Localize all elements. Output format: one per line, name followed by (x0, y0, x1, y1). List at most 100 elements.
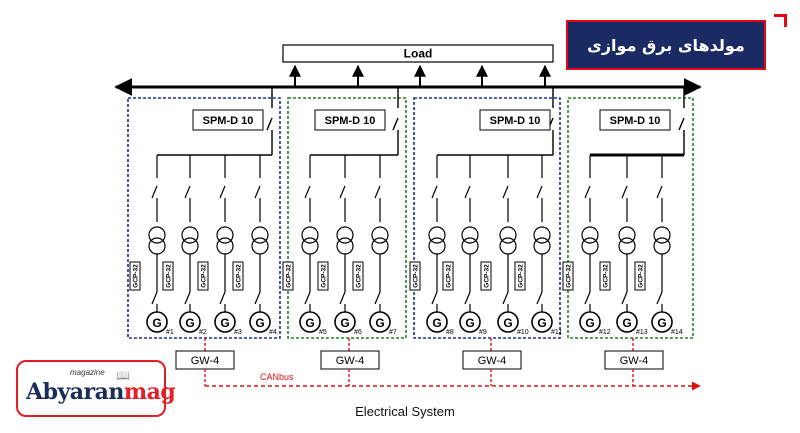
feeder-breaker-icon (584, 185, 591, 199)
spm-controller-label: SPM-D 10 (203, 115, 254, 127)
generator-icon (369, 311, 391, 333)
generator-icon (146, 311, 168, 333)
gateway-label: GW-4 (478, 355, 507, 367)
gcp-relay-label: GCP-32 (603, 264, 610, 288)
gateway-label: GW-4 (191, 355, 220, 367)
generator-feeder: GCP-32G#7 (352, 155, 397, 336)
load-label: Load (404, 47, 433, 61)
generator-icon (299, 311, 321, 333)
banner-title: مولدهای برق موازی (587, 35, 745, 55)
gcp-relay-label: GCP-32 (413, 264, 420, 288)
generator-symbol: G (340, 316, 349, 330)
generator-number: #11 (551, 329, 562, 336)
gen-breaker-icon (656, 291, 663, 305)
generator-symbol: G (375, 316, 384, 330)
feeder-breaker-icon (254, 185, 261, 199)
gcp-relay-label: GCP-32 (321, 264, 328, 288)
spm-controller-box (479, 109, 551, 131)
gcp-relay-box (599, 261, 611, 291)
generator-feeder: GCP-32G #9 (442, 155, 487, 336)
gen-breaker-icon (464, 291, 471, 305)
generator-number: #1 (166, 329, 174, 336)
gateway-box (320, 350, 380, 370)
generator-group: SPM-D 10GCP-32G#8GCP-32G#9GCP-32G#10GCP-… (409, 87, 562, 339)
generator-icon (214, 311, 236, 333)
gcp-relay-label: GCP-32 (133, 264, 140, 288)
spm-controller-box (314, 109, 386, 131)
group-border (567, 97, 694, 339)
generator-feeder: GCP-32G #1 (129, 155, 174, 336)
load-box (282, 44, 554, 63)
feeder-breaker-icon (151, 185, 158, 199)
gcp-relay-label: GCP-32 (638, 264, 645, 288)
gcp-relay-label: GCP-32 (446, 264, 453, 288)
spm-controller-label: SPM-D 10 (610, 115, 661, 127)
generator-feeder: GCP-32G#11 (514, 155, 562, 336)
logo-prefix: Abyaran (26, 379, 124, 405)
gcp-relay-box (634, 261, 646, 291)
gen-breaker-icon (151, 291, 158, 305)
footer-caption: Electrical System (355, 404, 455, 419)
logo-small: magazine (70, 368, 105, 377)
generator-symbol: G (152, 316, 161, 330)
gen-breaker-icon (502, 291, 509, 305)
generator-icon (579, 311, 601, 333)
gcp-relay-box (352, 261, 364, 291)
generator-number: #6 (354, 329, 362, 336)
canbus-label: CANbus (260, 372, 294, 382)
gcp-relay-box (409, 261, 421, 291)
feeder-breaker-icon (339, 185, 346, 199)
logo-wordmark: Abyaranmag (26, 379, 176, 405)
feeder-breaker-icon (656, 185, 663, 199)
generator-feeder: GCP-32G#2 (162, 155, 207, 336)
generator-icon (531, 311, 553, 333)
gcp-relay-box (162, 261, 174, 291)
generator-number: #9 (479, 329, 487, 336)
feeder-breaker-icon (304, 185, 311, 199)
generator-symbol: G (255, 316, 264, 330)
gcp-relay-label: GCP-32 (286, 264, 293, 288)
gcp-relay-box (232, 261, 244, 291)
gen-breaker-icon (374, 291, 381, 305)
feeder-breaker-icon (536, 185, 543, 199)
feeder-breaker-icon (502, 185, 509, 199)
generator-number: #4 (269, 329, 277, 336)
gen-breaker-icon (254, 291, 261, 305)
gateway-label: GW-4 (336, 355, 365, 367)
generator-icon (616, 311, 638, 333)
generator-feeder: GCP-32G#4 (232, 155, 277, 336)
generator-feeder: GCP-32G#13 (599, 155, 648, 336)
tie-breaker-icon (266, 117, 273, 131)
gateway-box (462, 350, 522, 370)
gcp-relay-box (514, 261, 526, 291)
site-logo[interactable]: magazine 📖 Abyaranmag (16, 360, 176, 417)
gcp-relay-box (480, 261, 492, 291)
tie-breaker-icon (392, 117, 399, 131)
gen-breaker-icon (184, 291, 191, 305)
gcp-relay-label: GCP-32 (166, 264, 173, 288)
tie-breaker-icon (678, 117, 685, 131)
generator-number: #5 (319, 329, 327, 336)
generator-symbol: G (465, 316, 474, 330)
generator-number: #2 (199, 329, 207, 336)
gateway-box (604, 350, 664, 370)
generator-feeder: GCP-32G#14 (634, 155, 683, 336)
gcp-relay-label: GCP-32 (201, 264, 208, 288)
book-icon: 📖 (116, 370, 130, 382)
generator-symbol: G (537, 316, 546, 330)
group-border (287, 97, 407, 339)
gen-breaker-icon (219, 291, 226, 305)
generator-symbol: G (503, 316, 512, 330)
gcp-relay-box (282, 261, 294, 291)
generator-number: #14 (671, 329, 683, 336)
gcp-relay-label: GCP-32 (484, 264, 491, 288)
gcp-relay-box (562, 261, 574, 291)
generator-symbol: G (622, 316, 631, 330)
feeder-breaker-icon (431, 185, 438, 199)
logo-suffix: mag (123, 379, 176, 405)
feeder-breaker-icon (374, 185, 381, 199)
spm-controller-label: SPM-D 10 (490, 115, 541, 127)
